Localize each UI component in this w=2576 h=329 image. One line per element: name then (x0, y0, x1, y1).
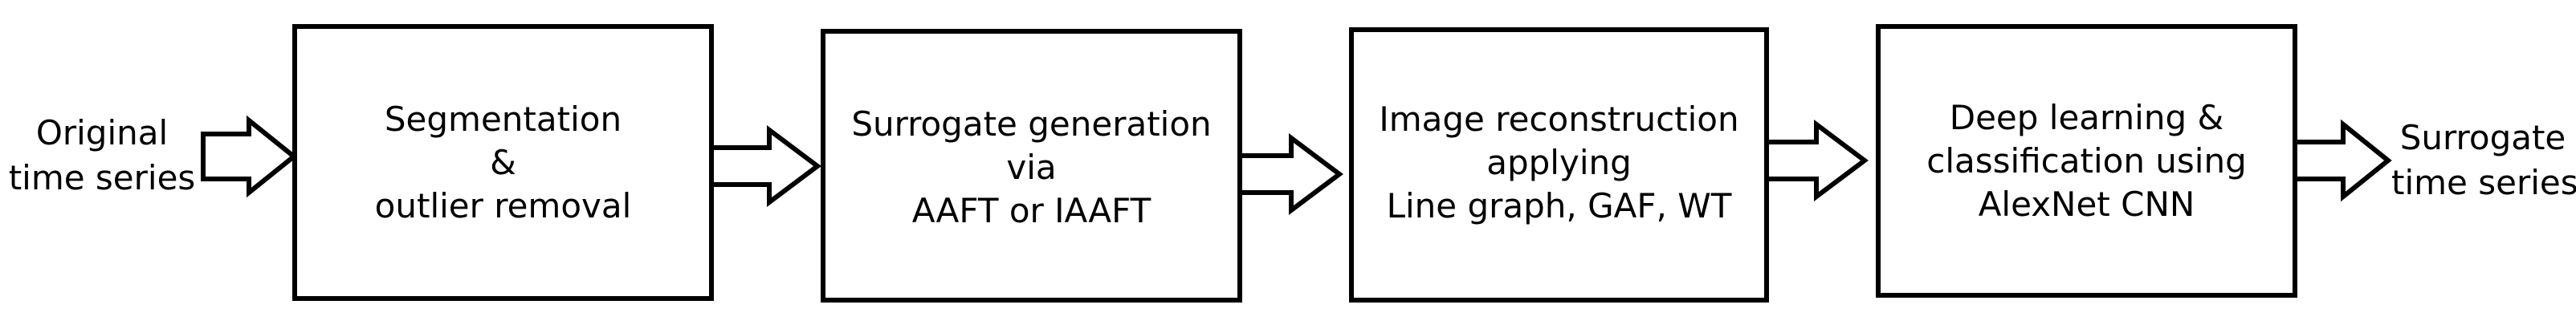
step-label: Surrogate generation (851, 104, 1212, 144)
step-label: outlier removal (374, 186, 632, 225)
step-label: AlexNet CNN (1978, 185, 2195, 224)
step-box-segmentation: Segmentation & outlier removal (292, 24, 714, 301)
input-label-line: time series (8, 158, 196, 197)
arrow-input-to-step-1 (201, 115, 298, 198)
step-label: Deep learning & (1949, 98, 2224, 137)
step-label: Line graph, GAF, WT (1386, 186, 1732, 225)
arrow-step-4-to-output (2293, 119, 2392, 202)
step-box-surrogate-generation: Surrogate generation via AAFT or IAAFT (821, 29, 1242, 303)
step-label: classification using (1926, 141, 2247, 181)
step-label: Image reconstruction (1379, 100, 1739, 139)
arrow-step-1-to-step-2 (709, 125, 821, 207)
input-label: Original time series (6, 111, 198, 201)
step-box-deep-learning: Deep learning & classification using Ale… (1876, 24, 2297, 298)
step-label: & (490, 143, 516, 182)
step-label: AAFT or IAAFT (911, 191, 1151, 230)
step-box-image-reconstruction: Image reconstruction applying Line graph… (1349, 27, 1769, 303)
output-label: Surrogate time series (2391, 116, 2576, 205)
arrow-step-3-to-step-4 (1764, 120, 1869, 201)
output-label-line: Surrogate (2399, 118, 2566, 157)
step-label: via (1006, 148, 1057, 187)
output-label-line: time series (2391, 163, 2576, 202)
arrow-step-2-to-step-3 (1237, 133, 1343, 215)
input-label-line: Original (35, 113, 169, 152)
step-label: applying (1486, 143, 1632, 182)
step-label: Segmentation (384, 100, 622, 139)
